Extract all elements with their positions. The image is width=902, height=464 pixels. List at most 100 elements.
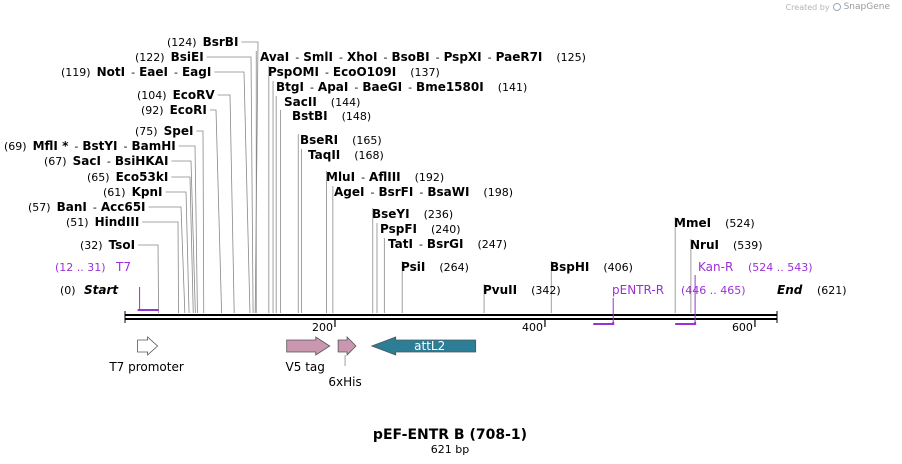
- enzyme-name-eco53ki: Eco53kI: [116, 170, 169, 184]
- site-agei: AgeI-BsrFI-BsaWI(198): [334, 185, 513, 199]
- enzyme-name-bsrbi: BsrBI: [203, 35, 239, 49]
- site-pspfi: PspFI(240): [380, 222, 461, 236]
- site-position: (148): [342, 110, 372, 123]
- enzyme-name-mmei: MmeI: [674, 216, 711, 230]
- feature-6xhis: 6xHis: [328, 336, 362, 389]
- site-spei: (75)SpeI: [135, 124, 193, 138]
- site-position: (198): [483, 186, 513, 199]
- start-position: (0): [60, 284, 76, 297]
- start-label: Start: [84, 283, 119, 297]
- connector-ecori: [209, 109, 222, 314]
- enzyme-name-bseyi: BseYI: [372, 207, 410, 221]
- site-separator: -: [107, 155, 111, 168]
- feature-v5-tag: V5 tag: [286, 336, 331, 374]
- site-tsoi: (32)TsoI: [80, 238, 135, 252]
- site-position: (69): [4, 140, 27, 153]
- site-separator: -: [436, 51, 440, 64]
- site-avai: AvaI-SmlI-XhoI-BsoBI-PspXI-PaeR7I(125): [260, 50, 586, 64]
- site-separator: -: [325, 66, 329, 79]
- primer-range: (12 .. 31): [55, 261, 106, 274]
- feature-arrow: [370, 336, 477, 356]
- credit-brand: SnapGene: [843, 2, 890, 12]
- site-position: (32): [80, 239, 103, 252]
- enzyme-name-avai: AvaI: [260, 50, 289, 64]
- site-position: (61): [103, 186, 126, 199]
- site-pspomi: PspOMI-EcoO109I (137): [268, 65, 440, 79]
- restriction-site-labels: (32)TsoI (51)HindIII(57)BanI-Acc65I(61) Kp…: [4, 35, 763, 297]
- site-separator: -: [419, 186, 423, 199]
- primer-name: T7: [115, 260, 131, 274]
- site-pvuii: PvuII(342): [483, 283, 561, 297]
- enzyme-name-bsrgi: BsrGI: [427, 237, 464, 251]
- enzyme-name-kpni: KpnI: [132, 185, 163, 199]
- feature-arrow: [137, 336, 159, 356]
- snapgene-logo-icon: [832, 3, 841, 11]
- site-position: (141): [498, 81, 528, 94]
- site-position: (124): [167, 36, 197, 49]
- site-position: (67): [44, 155, 67, 168]
- enzyme-name-acc65i: Acc65I: [101, 200, 146, 214]
- site-position: (264): [439, 261, 469, 274]
- site-mmei: MmeI(524): [674, 216, 755, 230]
- site-bsphi: BspHI(406): [550, 260, 633, 274]
- enzyme-name-ecoo109i: EcoO109I: [333, 65, 396, 79]
- site-bseyi: BseYI (236): [372, 207, 453, 221]
- site-noti: (119)NotI-EaeI-EagI: [61, 65, 211, 79]
- site-connector-lines: [138, 41, 692, 314]
- site-separator: -: [408, 81, 412, 94]
- site-separator: -: [354, 81, 358, 94]
- site-hindiii: (51)HindIII: [66, 215, 139, 229]
- site-position: (539): [733, 239, 763, 252]
- site-mfli: (69)MflI *-BstYI-BamHI: [4, 139, 176, 153]
- enzyme-name-sacii: SacII: [284, 95, 317, 109]
- connector-hindiii: [142, 221, 179, 314]
- site-separator: -: [339, 51, 343, 64]
- site-separator: -: [174, 66, 178, 79]
- site-separator: -: [74, 140, 78, 153]
- connector-ecorv: [217, 94, 235, 314]
- enzyme-name-apai: ApaI: [318, 80, 348, 94]
- feature-arrow: [337, 336, 357, 356]
- feature-arrow: [286, 336, 331, 356]
- primer-name: pENTR-R: [612, 283, 664, 297]
- enzyme-name-bstyi: BstYI: [82, 139, 117, 153]
- connector-mfli: [178, 145, 198, 314]
- enzyme-name-saci: SacI: [73, 154, 101, 168]
- site-separator: -: [419, 238, 423, 251]
- site-bani: (57)BanI-Acc65I: [28, 200, 146, 214]
- site-mlui: MluI-AflIII(192): [326, 170, 444, 184]
- site-psii: PsiI(264): [401, 260, 469, 274]
- ruler-label-600: 600: [732, 321, 753, 334]
- enzyme-name-mlui: MluI: [326, 170, 355, 184]
- site-saci: (67)SacI-BsiHKAI: [44, 154, 168, 168]
- site-position: (247): [477, 238, 507, 251]
- connector-spei: [196, 130, 205, 314]
- enzyme-name-ecori: EcoRI: [170, 103, 207, 117]
- primer-range: (524 .. 543): [748, 261, 813, 274]
- site-separator: -: [93, 201, 97, 214]
- enzyme-name-nrui: NruI: [690, 238, 719, 252]
- enzyme-name-pspomi: PspOMI: [268, 65, 319, 79]
- connector-bsiei: [206, 56, 254, 314]
- enzyme-name-paer7i: PaeR7I: [496, 50, 543, 64]
- site-separator: -: [488, 51, 492, 64]
- feature-label: attL2: [414, 339, 445, 353]
- site-position: (240): [431, 223, 461, 236]
- site-position: (236): [424, 208, 454, 221]
- site-separator: -: [124, 140, 128, 153]
- enzyme-name-bsawi: BsaWI: [427, 185, 469, 199]
- map-title: pEF-ENTR B (708-1): [373, 427, 527, 443]
- enzyme-name-bsphi: BspHI: [550, 260, 589, 274]
- site-bsrbi: (124) BsrBI: [167, 35, 238, 49]
- site-ecorv: (104)EcoRV: [137, 88, 215, 102]
- site-position: (119): [61, 66, 91, 79]
- enzyme-name-eagi: EagI: [182, 65, 211, 79]
- connector-tsoi: [138, 244, 159, 314]
- site-separator: -: [370, 186, 374, 199]
- enzyme-name-btgi: BtgI: [276, 80, 304, 94]
- site-nrui: NruI (539): [690, 238, 763, 252]
- site-position: (137): [410, 66, 440, 79]
